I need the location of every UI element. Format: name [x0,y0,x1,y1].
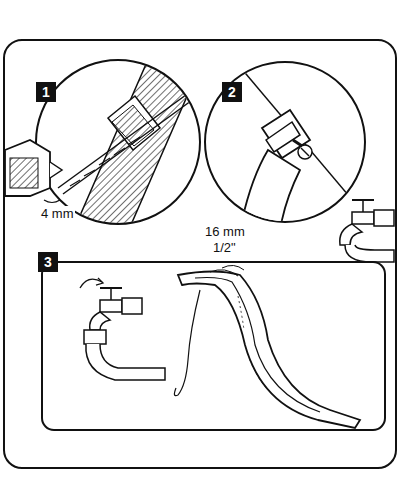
dimension-label: 1/2" [212,240,237,255]
step-number-text: 1 [42,85,50,99]
drill-detail [5,55,205,250]
step-number-text: 3 [44,255,52,269]
dimension-label: 4 mm [40,206,75,221]
step-number: 3 [38,252,58,272]
slide-panel [42,262,385,430]
hose-clamp-detail [205,55,394,262]
dimension-label: 16 mm [204,224,246,239]
faucet [80,278,165,380]
faucet [340,200,394,262]
step-number-text: 2 [228,85,236,99]
step-number: 1 [36,82,56,102]
outer-frame [4,40,396,468]
slide [174,265,360,428]
step-number: 2 [222,82,242,102]
